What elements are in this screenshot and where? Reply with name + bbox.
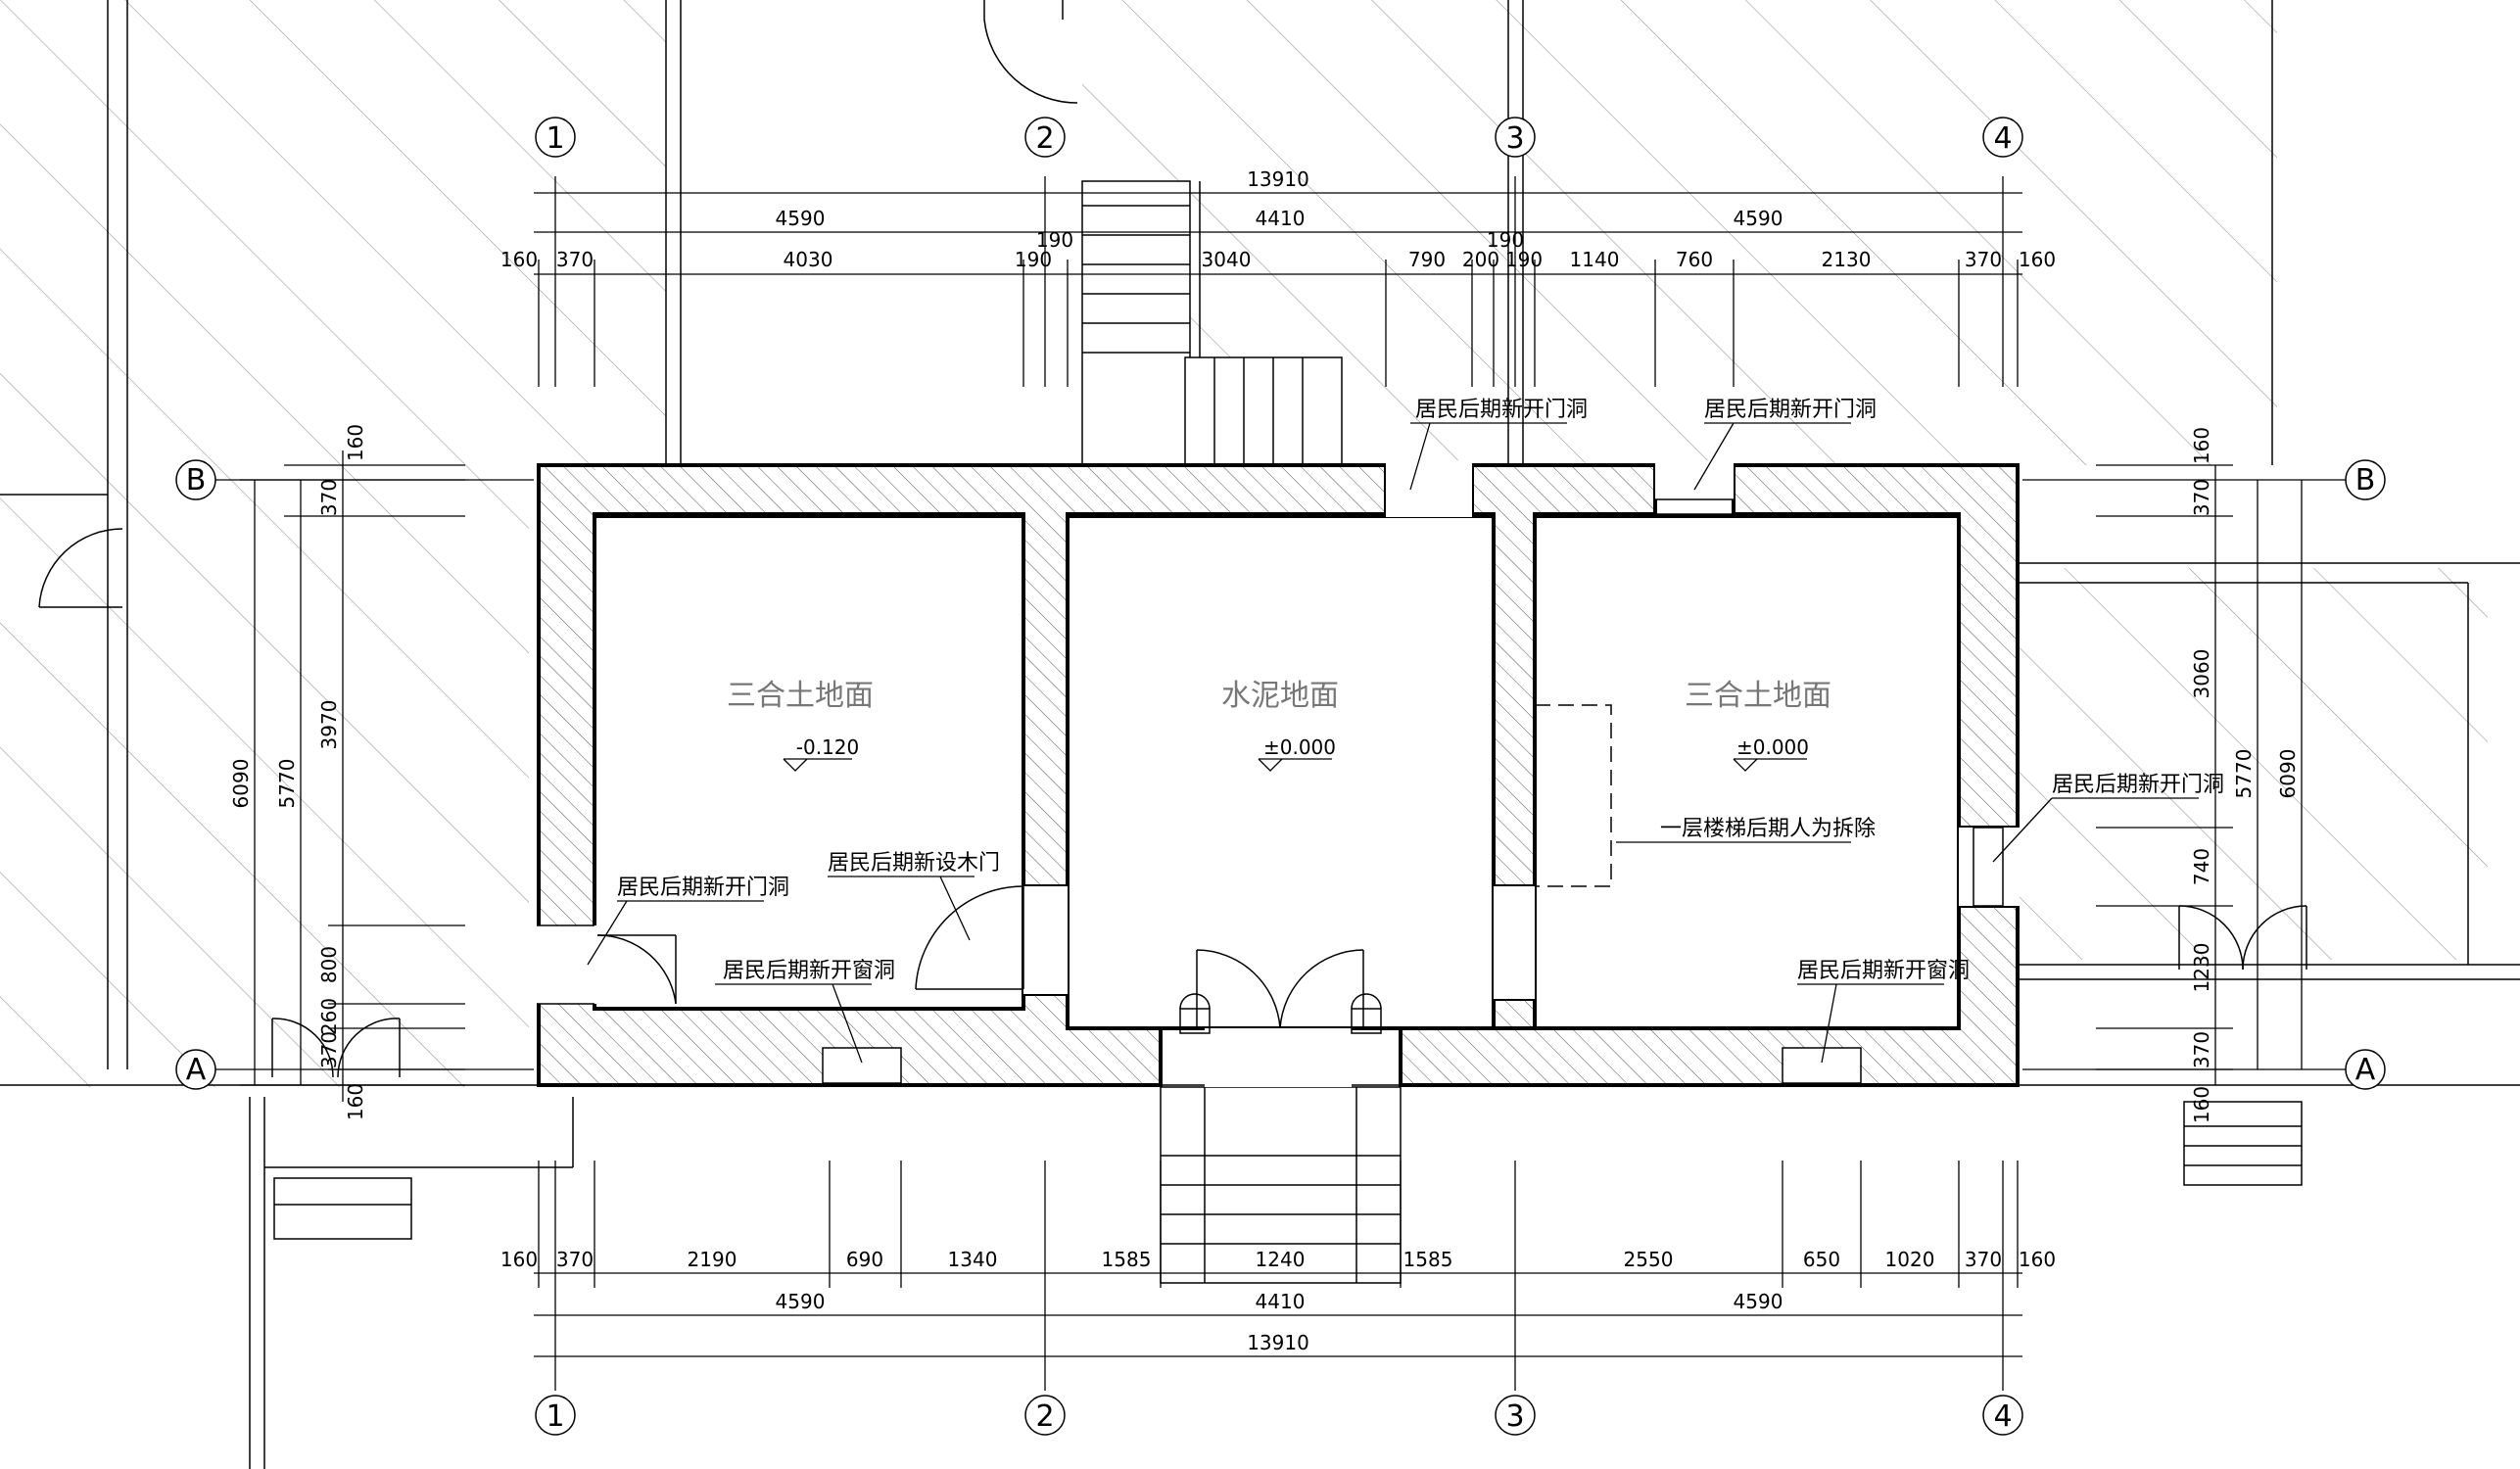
dim-left-d4: 800	[317, 946, 341, 983]
axis-label-b-left: B	[186, 463, 207, 498]
dim-top-d7: 200	[1462, 248, 1499, 271]
dim-left-overall: 6090	[229, 759, 253, 809]
doors	[271, 704, 2307, 1078]
label-new-window-right: 居民后期新开窗洞	[1797, 959, 1970, 983]
dim-top-d8: 190	[1505, 248, 1543, 271]
dim-bottom-d10: 650	[1803, 1248, 1840, 1271]
dim-right-d2: 370	[2190, 479, 2213, 516]
dim-right-d5: 1230	[2190, 943, 2213, 993]
dim-top-bay-2: 4410	[1256, 207, 1306, 230]
dim-bottom-d1: 160	[500, 1248, 538, 1271]
dim-top-d12: 370	[1965, 248, 2002, 271]
dim-bottom-d11: 1020	[1885, 1248, 1935, 1271]
dim-bottom-bay-1: 4590	[776, 1290, 826, 1313]
dim-bottom-d2: 370	[556, 1248, 594, 1271]
dim-bottom-overall: 13910	[1247, 1331, 1309, 1354]
annotation-leaders	[587, 422, 2199, 1064]
upper-stair	[1081, 180, 1343, 466]
dim-top-bay-3: 4590	[1734, 207, 1783, 230]
dim-top-extra-190: 190	[1036, 228, 1073, 252]
dim-top-extra-190b: 190	[1487, 228, 1524, 252]
axis-label-a-left: A	[186, 1053, 207, 1087]
room-1-floor: 三合土地面	[727, 679, 874, 713]
room-3-floor: 三合土地面	[1685, 679, 1831, 713]
axis-label-1-top: 1	[546, 121, 564, 156]
axis-label-2-top: 2	[1035, 121, 1054, 156]
dim-right-d3: 3060	[2190, 649, 2213, 699]
dim-top-d2: 370	[556, 248, 594, 271]
label-new-door-top-right: 居民后期新开门洞	[1704, 398, 1877, 422]
axis-label-3-bottom: 3	[1505, 1399, 1524, 1434]
room-3-level: ±0.000	[1736, 735, 1809, 759]
dim-left-mid: 5770	[275, 759, 299, 809]
dim-right-mid: 5770	[2232, 749, 2256, 799]
dim-bottom-d5: 1340	[948, 1248, 998, 1271]
room-2-floor: 水泥地面	[1221, 679, 1339, 713]
room-1-level: -0.120	[796, 735, 859, 759]
dim-right-d6: 370	[2190, 1031, 2213, 1068]
label-new-window-left: 居民后期新开窗洞	[723, 959, 895, 983]
building-walls	[537, 460, 2020, 1087]
dim-right-d7: 160	[2190, 1086, 2213, 1123]
axis-label-3-top: 3	[1505, 121, 1524, 156]
label-new-door-top-mid: 居民后期新开门洞	[1415, 398, 1588, 422]
grid-axis-markers	[175, 117, 2386, 1436]
dim-top-d6: 790	[1408, 248, 1446, 271]
dim-bottom-d3: 2190	[688, 1248, 737, 1271]
axis-label-a-right: A	[2355, 1053, 2376, 1087]
dim-right-d1: 160	[2190, 427, 2213, 464]
axis-label-4-top: 4	[1993, 121, 2012, 156]
dim-left-d3: 3970	[317, 700, 341, 750]
level-markers	[783, 758, 1807, 772]
dim-top-d10: 760	[1676, 248, 1713, 271]
dim-top-d11: 2130	[1822, 248, 1872, 271]
label-new-door-left: 居民后期新开门洞	[617, 876, 789, 900]
entry-steps	[1160, 1086, 2303, 1284]
dim-top-d5: 3040	[1202, 248, 1252, 271]
dimension-lines	[196, 176, 2346, 1391]
dim-top-d1: 160	[500, 248, 538, 271]
dim-top-d13: 160	[2019, 248, 2056, 271]
axis-label-2-bottom: 2	[1035, 1399, 1054, 1434]
dim-bottom-bay-2: 4410	[1256, 1290, 1306, 1313]
dim-left-d6: 370	[317, 1031, 341, 1068]
axis-label-b-right: B	[2355, 463, 2376, 498]
dim-bottom-d7: 1240	[1256, 1248, 1306, 1271]
label-new-door-right: 居民后期新开门洞	[2052, 773, 2224, 797]
dim-left-d7: 160	[344, 1083, 367, 1120]
label-new-wood-door: 居民后期新设木门	[828, 851, 1000, 876]
dim-bottom-d12: 370	[1965, 1248, 2002, 1271]
dim-bottom-d8: 1585	[1403, 1248, 1453, 1271]
dim-top-d3: 4030	[784, 248, 833, 271]
label-stair-removed: 一层楼梯后期人为拆除	[1660, 817, 1876, 841]
axis-label-4-bottom: 4	[1993, 1399, 2012, 1434]
dim-top-d4: 190	[1015, 248, 1052, 271]
room-2-level: ±0.000	[1263, 735, 1336, 759]
dim-top-overall: 13910	[1247, 167, 1309, 191]
dim-left-d1: 160	[344, 424, 367, 461]
dim-left-d2: 370	[317, 479, 341, 516]
dim-bottom-d13: 160	[2019, 1248, 2056, 1271]
dim-bottom-d6: 1585	[1102, 1248, 1152, 1271]
dim-left-d5: 260	[317, 998, 341, 1035]
dim-bottom-d4: 690	[846, 1248, 883, 1271]
dim-right-d4: 740	[2190, 848, 2213, 885]
axis-label-1-bottom: 1	[546, 1399, 564, 1434]
dim-bottom-d9: 2550	[1624, 1248, 1674, 1271]
dim-top-bay-1: 4590	[776, 207, 826, 230]
dim-bottom-bay-3: 4590	[1734, 1290, 1783, 1313]
dim-right-overall: 6090	[2276, 749, 2300, 799]
dim-top-d9: 1140	[1570, 248, 1620, 271]
